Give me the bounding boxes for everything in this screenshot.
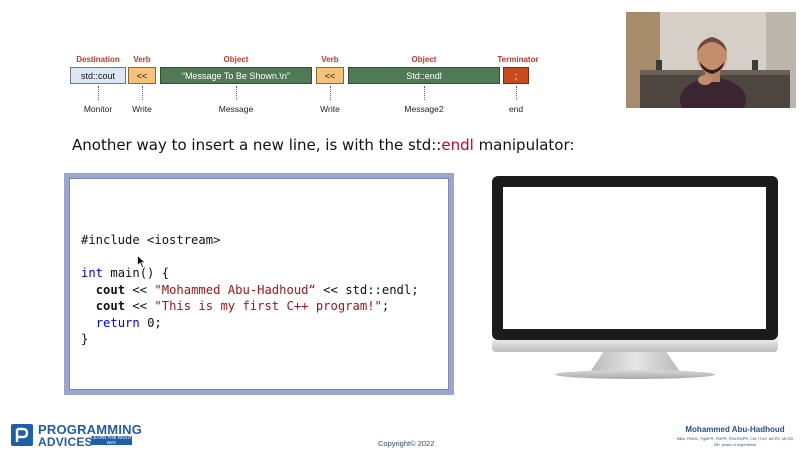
monitor-base: [555, 370, 715, 379]
connector-object-2: [424, 86, 426, 100]
code-cout-2: cout: [95, 299, 126, 313]
headline-highlight: endl: [441, 136, 474, 154]
programming-advices-logo-icon: [11, 424, 33, 446]
author-experience: 26+ years of experience: [713, 442, 757, 447]
code-endl: << std::endl;: [315, 282, 419, 297]
headline-text: Another way to insert a new line, is wit…: [72, 136, 442, 154]
role-object-label: Object: [223, 55, 249, 64]
brand-tagline: LEARN THE RIGHT WAY: [91, 435, 132, 445]
desc-end: end: [508, 104, 524, 114]
code-shift-2: <<: [125, 299, 155, 313]
monitor-chin: [492, 340, 778, 352]
code-shift: <<: [125, 282, 155, 297]
code-int-keyword: int: [81, 266, 104, 280]
connector-verb: [142, 86, 144, 100]
code-cout: cout: [95, 282, 126, 297]
presenter-video: [626, 12, 796, 108]
object-box: “Message To Be Shown.\n”: [160, 67, 312, 84]
monitor-stand: [590, 352, 680, 372]
role-verb-label: Verb: [133, 55, 151, 64]
role-verb-label-2: Verb: [321, 55, 339, 64]
code-string-1: "Mohammed Abu-Hadhoud“: [154, 282, 316, 297]
role-destination-label: Destination: [76, 55, 120, 64]
desc-write: Write: [132, 104, 152, 114]
connector-verb-2: [330, 86, 332, 100]
brand-name-line1: PROGRAMMING: [38, 422, 143, 437]
author-block: Mohammed Abu-Hadhoud MBA, PMOC, PgMP®, P…: [662, 425, 808, 447]
code-include: #include <iostream>: [81, 233, 221, 247]
code-return-keyword: return: [95, 315, 140, 330]
monitor-screen: [503, 187, 766, 329]
code-semicolon-2: ;: [154, 315, 162, 330]
object-box-2: Std::endl: [348, 67, 500, 84]
code-panel: #include <iostream> int main() { cout <<…: [64, 173, 454, 395]
role-terminator-label: Terminator: [497, 55, 539, 64]
code-block: #include <iostream> int main() { cout <<…: [81, 232, 419, 348]
desc-message: Message: [218, 104, 254, 114]
headline-suffix: manipulator:: [473, 136, 575, 154]
terminator-box: ;: [503, 67, 529, 84]
desc-message2: Message2: [404, 104, 444, 114]
slide-headline: Another way to insert a new line, is wit…: [72, 136, 574, 154]
connector-object: [236, 86, 238, 100]
code-semicolon: ;: [381, 299, 390, 313]
destination-box: std::cout: [70, 67, 126, 84]
verb-box: <<: [128, 67, 156, 84]
connector-destination: [98, 86, 100, 100]
code-editor[interactable]: #include <iostream> int main() { cout <<…: [69, 178, 449, 390]
desc-monitor: Monitor: [83, 104, 113, 114]
desc-write-2: Write: [320, 104, 340, 114]
code-main-signature: main() {: [103, 266, 170, 280]
webcam-overlay: [626, 12, 796, 108]
verb-box-2: <<: [316, 67, 344, 84]
brand-name-line2: ADVICES: [38, 435, 93, 449]
connector-terminator: [516, 86, 518, 100]
author-name: Mohammed Abu-Hadhoud: [685, 425, 785, 434]
role-object-label-2: Object: [411, 55, 437, 64]
code-string-2: "This is my first C++ program!": [154, 299, 382, 313]
code-zero: 0: [147, 315, 155, 330]
code-closing-brace: }: [81, 332, 89, 346]
author-credentials: MBA, PMOC, PgMP®, PMP®, PMI-RMP®, CM, IT…: [676, 437, 794, 441]
copyright-text: Copyright© 2022: [378, 439, 435, 448]
mouse-cursor-icon: [137, 255, 146, 268]
